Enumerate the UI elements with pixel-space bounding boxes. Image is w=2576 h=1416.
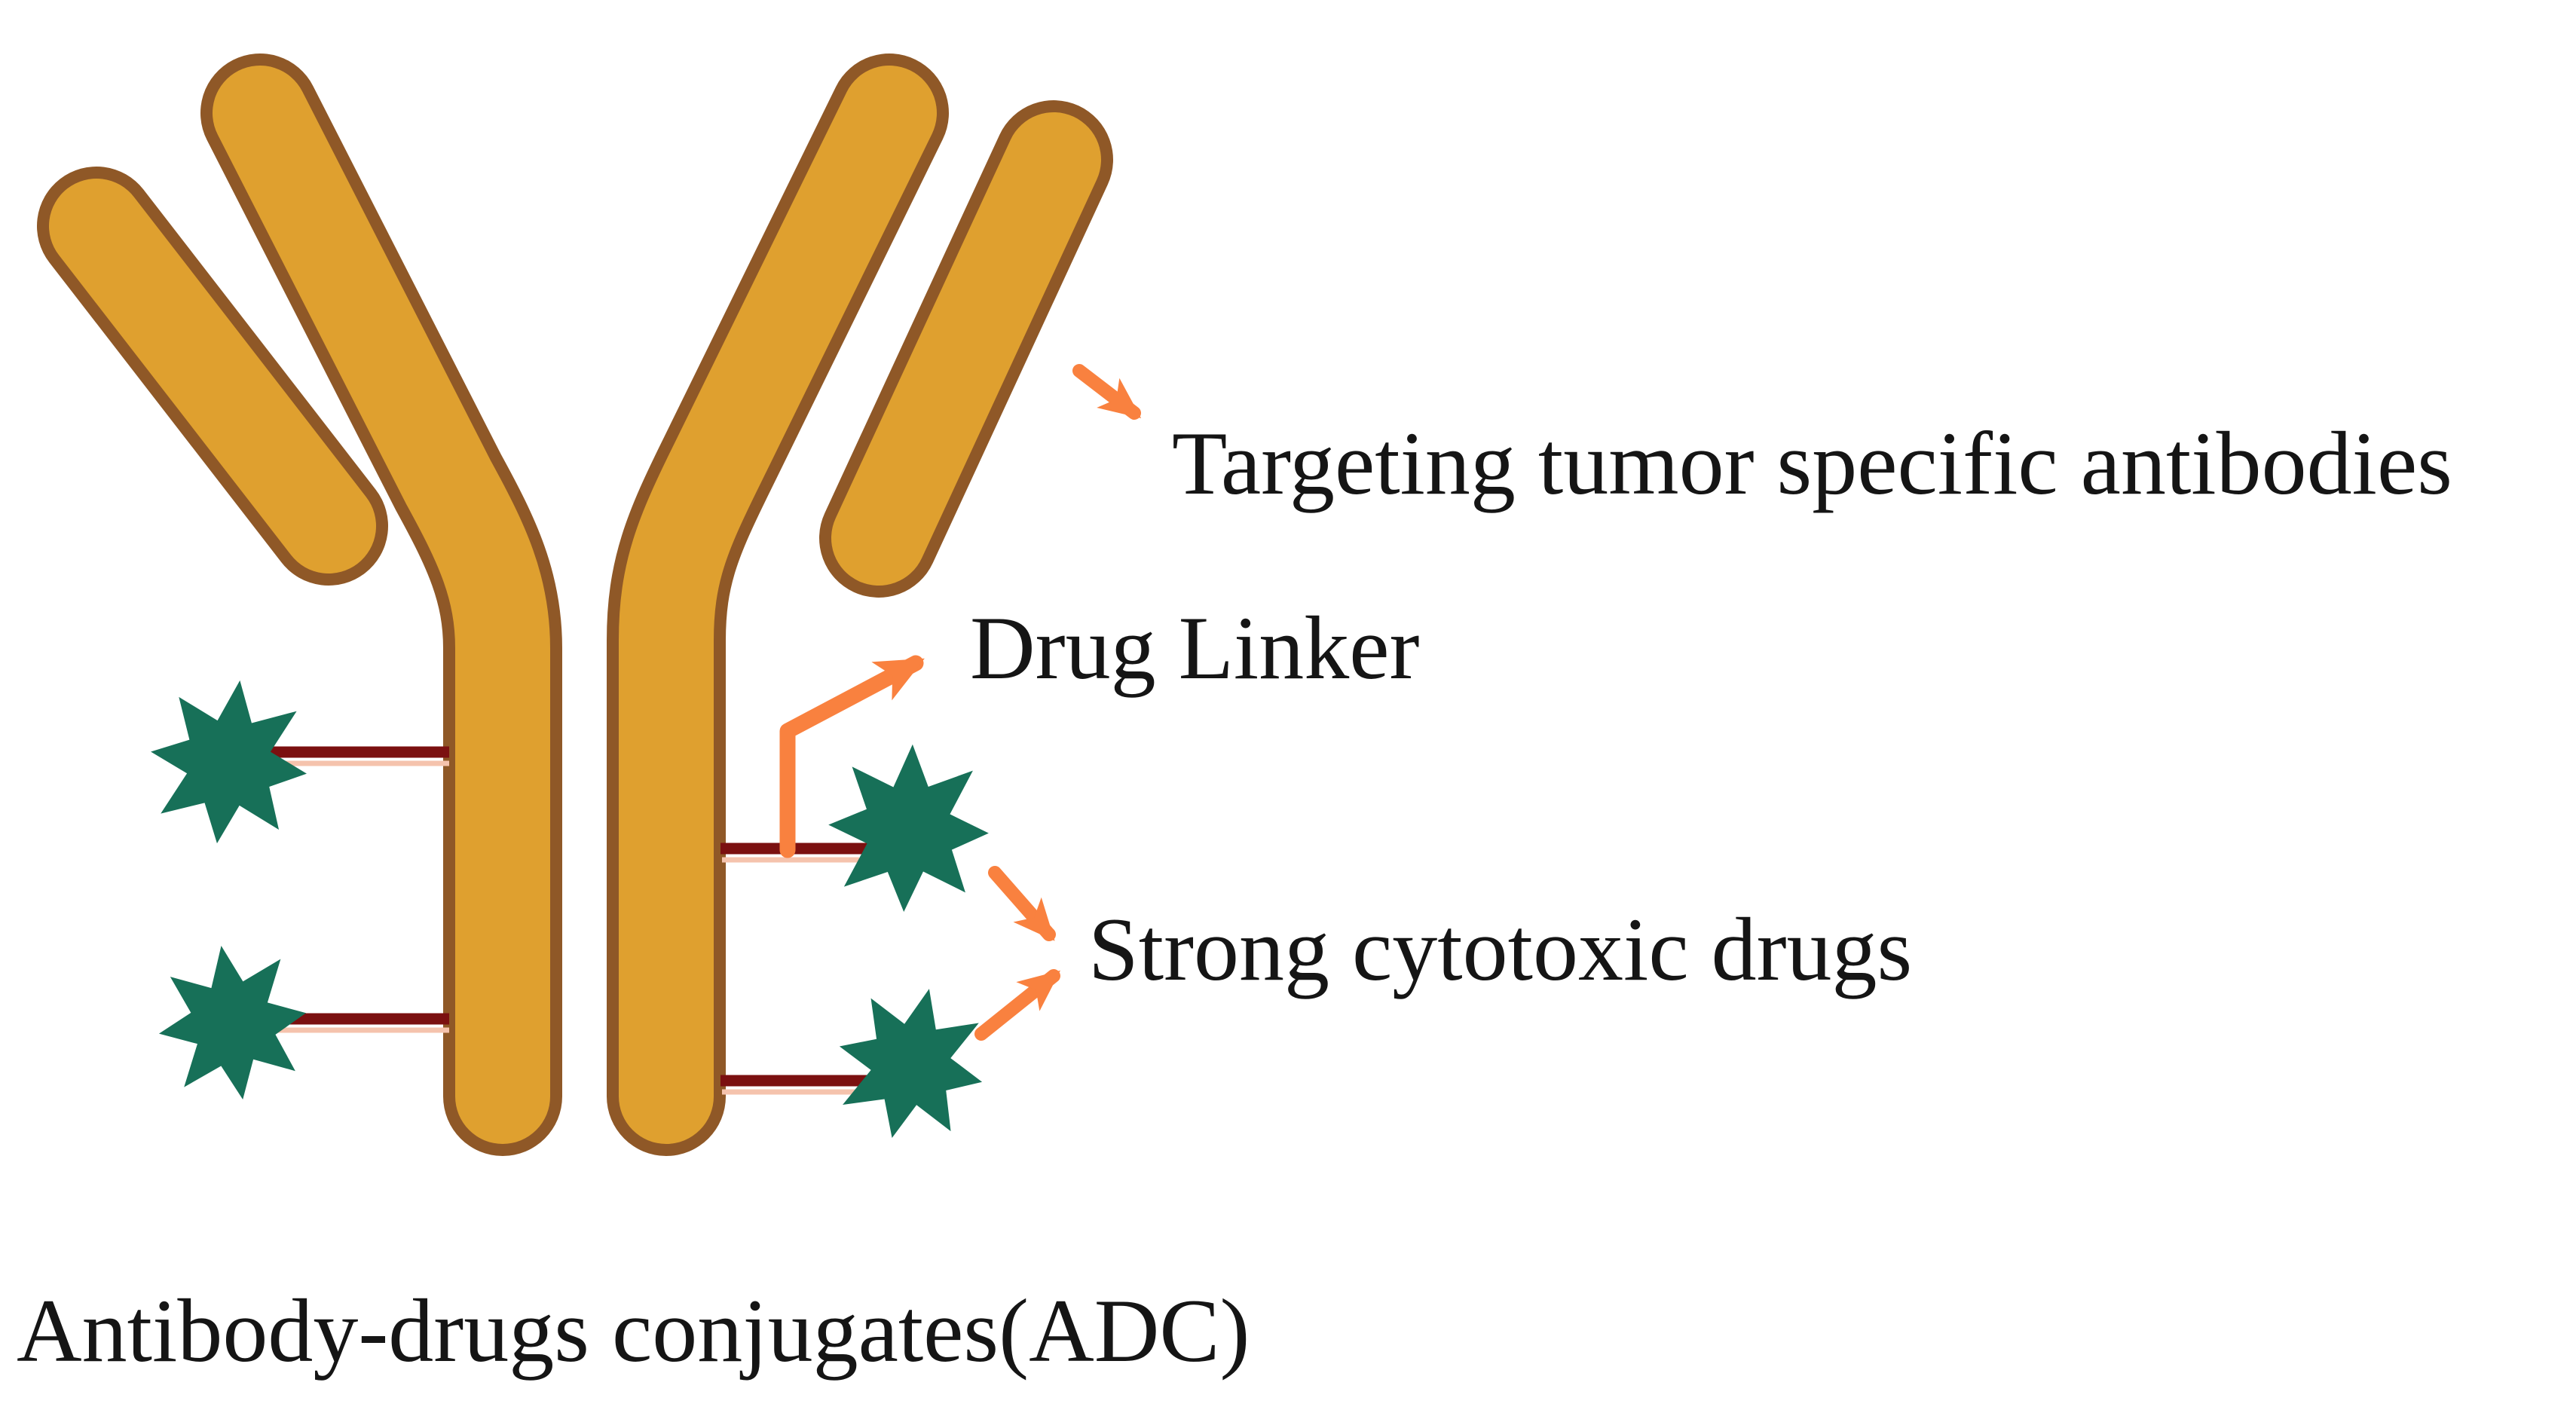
light-chain-left [49, 179, 376, 573]
label-cytotoxic-drugs: Strong cytotoxic drugs [1088, 899, 1912, 999]
label-targeting-antibodies: Targeting tumor specific antibodies [1172, 413, 2452, 513]
arrow-targeting-antibody [1072, 364, 1142, 420]
caption-adc: Antibody-drugs conjugates(ADC) [17, 1280, 1250, 1381]
arrow-layer [779, 364, 1142, 1041]
drug-star-right-top [824, 740, 993, 916]
drug-star-left-bottom [148, 935, 317, 1110]
label-layer: Targeting tumor specific antibodies Drug… [17, 413, 2452, 1381]
linker-underline-layer [271, 760, 859, 1095]
arrow-drug-linker [779, 655, 925, 858]
antibody-fill-layer [49, 66, 1101, 1144]
arrow-cytotoxic-upper [988, 866, 1056, 941]
light-chain-right [831, 112, 1101, 586]
drug-star-right-bottom [821, 971, 1001, 1156]
arrow-cytotoxic-lower [974, 969, 1060, 1041]
heavy-chain-left [213, 66, 550, 1144]
antibody-outline-layer [37, 54, 1113, 1156]
heavy-chain-right [619, 66, 937, 1144]
label-drug-linker: Drug Linker [970, 598, 1419, 698]
drug-star-layer [139, 669, 1001, 1156]
